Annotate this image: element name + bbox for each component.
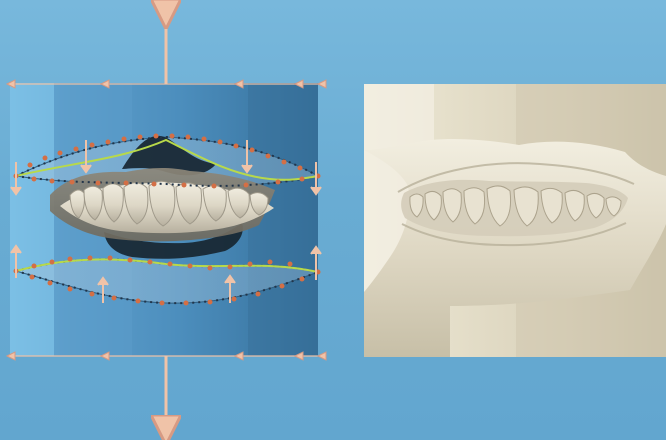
right-cast-panel[interactable] — [0, 0, 666, 440]
viewport[interactable]: Deformable bite registration with contro… — [0, 0, 666, 440]
app-canvas: Deformable bite registration with contro… — [0, 0, 666, 440]
